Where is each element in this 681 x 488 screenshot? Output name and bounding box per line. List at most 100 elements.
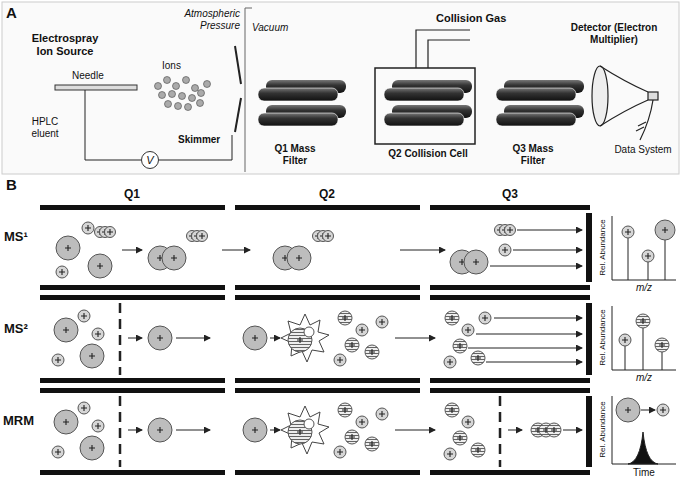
ms2-row-part [128, 338, 142, 339]
panel-b-bars-part [430, 470, 590, 475]
mrm-row-part [471, 443, 485, 457]
panel-b-bars-part [430, 388, 590, 393]
ms2-row-part [643, 328, 644, 370]
column-header: Q3 [502, 188, 518, 202]
quadrupoles-part [375, 68, 475, 144]
panel-b-bars-part [586, 396, 592, 467]
row-label: MRM [3, 414, 34, 429]
panel-b-bars-part [430, 295, 590, 300]
ion-cloud-part [204, 81, 211, 88]
mrm-row-part [453, 431, 467, 445]
axis-label: Rel. Abundance [597, 310, 606, 367]
ms2-row-part [281, 314, 329, 362]
detector-part [592, 66, 608, 126]
panel-a [2, 2, 679, 174]
mrm-row-part [547, 423, 561, 437]
ms1-row-part [499, 244, 511, 256]
axis-label: m/z [636, 372, 652, 384]
mrm-row-part [563, 430, 582, 431]
ion-cloud-part [155, 83, 162, 90]
mrm-row-part [395, 430, 435, 431]
ms1-row-part [622, 226, 634, 238]
ms1-row-part [400, 250, 445, 251]
panel-b-bars-part [430, 285, 590, 290]
detector-part [600, 66, 648, 126]
ms1-row-part [95, 227, 116, 238]
ms1-row-part [628, 238, 629, 280]
ion-cloud-part [175, 103, 182, 110]
ms2-row-part [334, 354, 346, 366]
ms2-row-part [471, 351, 485, 365]
ms2-row [52, 303, 676, 375]
quadrupoles-part [428, 40, 470, 68]
ms1-row-part [162, 246, 186, 270]
ms1-row-part [490, 266, 582, 267]
ms1-row-part [642, 250, 654, 262]
column-header: Q2 [319, 188, 335, 202]
ms2-row-part [243, 326, 267, 350]
ms1-row-part [82, 222, 94, 234]
ms1-row [56, 216, 676, 280]
ms2-row-part [655, 338, 669, 352]
ms2-row-part [338, 311, 352, 325]
panel-b-bars [40, 205, 592, 475]
mrm-row [52, 396, 676, 467]
mrm-row-part [628, 432, 658, 464]
ms1-row-part [517, 230, 582, 231]
panel-b-bars-part [430, 205, 590, 210]
ms2-row-part [445, 311, 459, 325]
panel-b-bars-part [40, 378, 225, 383]
panel-b-bars-part [40, 470, 225, 475]
panel-a-part [245, 8, 252, 9]
panel-b-bars-part [586, 303, 592, 375]
panel-a-part [2, 2, 679, 174]
ms1-row-part [187, 231, 208, 242]
panel-letter: B [6, 176, 17, 193]
detector-part [648, 92, 658, 100]
mrm-row-part [243, 418, 267, 442]
ms2-row-part [365, 345, 379, 359]
ion-cloud-part [173, 83, 180, 90]
ms1-row-part [662, 227, 668, 233]
axis-label: Time [633, 467, 655, 479]
ion-cloud [155, 77, 211, 111]
mrm-row-part [80, 436, 104, 460]
panel-b-bars-part [235, 205, 420, 210]
source-label: Electrospray Ion Source [24, 32, 106, 57]
panel-a-part [85, 90, 141, 160]
region-label: Vacuum [252, 22, 288, 34]
panel-b-bars-part [235, 388, 420, 393]
voltage-source: V [141, 151, 159, 169]
ion-cloud-part [189, 95, 196, 102]
mrm-row-part [657, 404, 669, 416]
mrm-row-part [365, 437, 379, 451]
ms1-row-part [56, 266, 68, 278]
mrm-row-part [92, 420, 104, 432]
ms1-row-part [648, 262, 649, 280]
ms2-row-part [486, 362, 582, 363]
detector-part [636, 122, 646, 131]
panel-b-bars-part [586, 213, 592, 282]
row-label: MS¹ [4, 230, 28, 245]
mrm-row-part [356, 416, 368, 428]
ms1-row-part [287, 246, 311, 270]
mrm-row-part [616, 398, 640, 422]
panel-a-part [245, 8, 246, 172]
ms1-row-part [655, 220, 675, 240]
mrm-row-part [334, 446, 346, 458]
ion-cloud-part [159, 92, 166, 99]
axis-label: Rel. Abundance [597, 402, 606, 459]
ms2-row-part [619, 334, 631, 346]
mrm-row-part [176, 430, 210, 431]
mrm-row-part [612, 396, 676, 464]
panel-b-bars-part [40, 388, 225, 393]
ion-cloud-part [164, 77, 171, 84]
data-label: Data System [612, 144, 674, 156]
ms2-row-part [453, 339, 467, 353]
detector-part [640, 100, 653, 140]
ms2-row-part [662, 352, 663, 370]
node-text: V [146, 154, 153, 166]
panel-b-bars-part [40, 205, 225, 210]
ms1-row-part [665, 240, 666, 280]
mrm-row-part [338, 403, 352, 417]
